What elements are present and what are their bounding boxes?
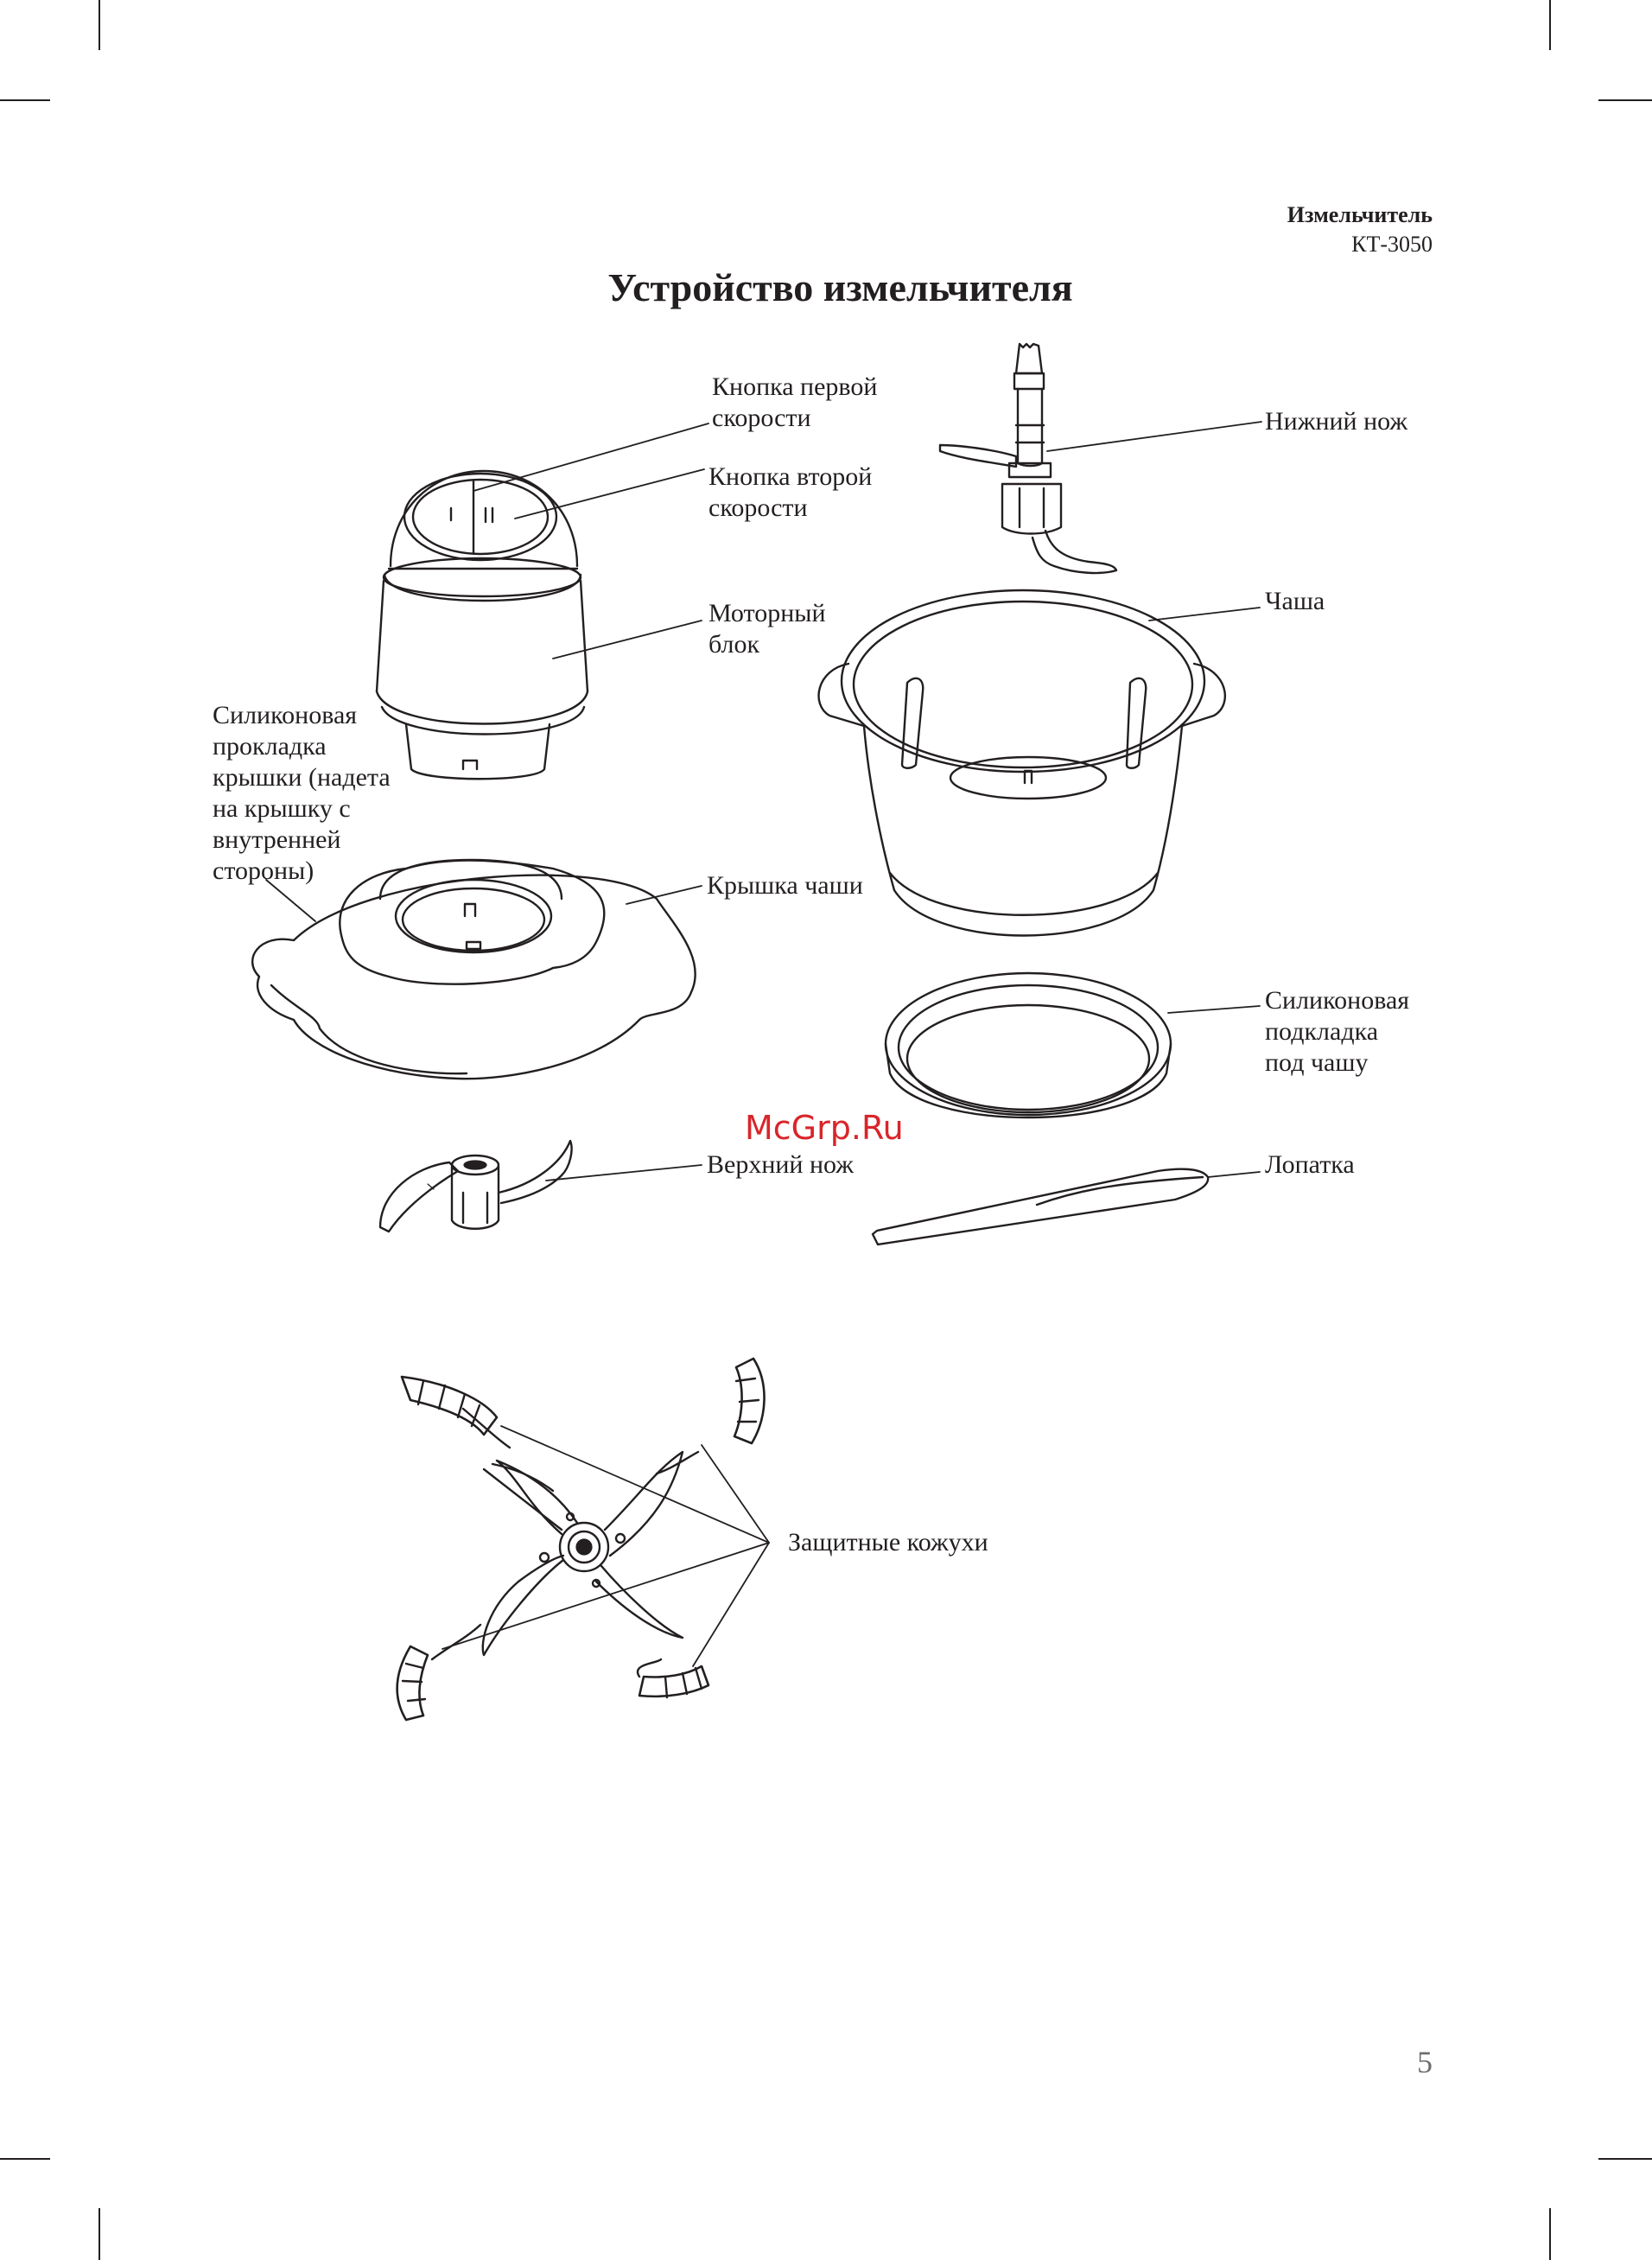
protective-covers-drawing (397, 1359, 765, 1720)
label-spatula: Лопатка (1265, 1149, 1355, 1181)
silicone-base-drawing (886, 973, 1171, 1117)
label-lid-silicone-gasket: Силиконовая прокладка крышки (надета на … (213, 700, 391, 887)
label-upper-blade: Верхний нож (707, 1149, 854, 1181)
label-bowl-silicone-base: Силиконовая подкладка под чашу (1265, 985, 1409, 1079)
label-lower-blade: Нижний нож (1265, 406, 1407, 437)
bowl-lid-drawing (252, 860, 696, 1079)
label-protective-covers: Защитные кожухи (788, 1527, 988, 1558)
page-number: 5 (1417, 2044, 1433, 2080)
spatula-drawing (873, 1169, 1208, 1245)
lower-blade-drawing (940, 344, 1116, 573)
bowl-drawing (819, 590, 1225, 936)
motor-unit-drawing (377, 471, 588, 779)
label-bowl: Чаша (1265, 586, 1325, 617)
watermark: McGrp.Ru (745, 1109, 904, 1147)
upper-blade-drawing (380, 1141, 572, 1232)
label-bowl-lid: Крышка чаши (707, 870, 863, 901)
